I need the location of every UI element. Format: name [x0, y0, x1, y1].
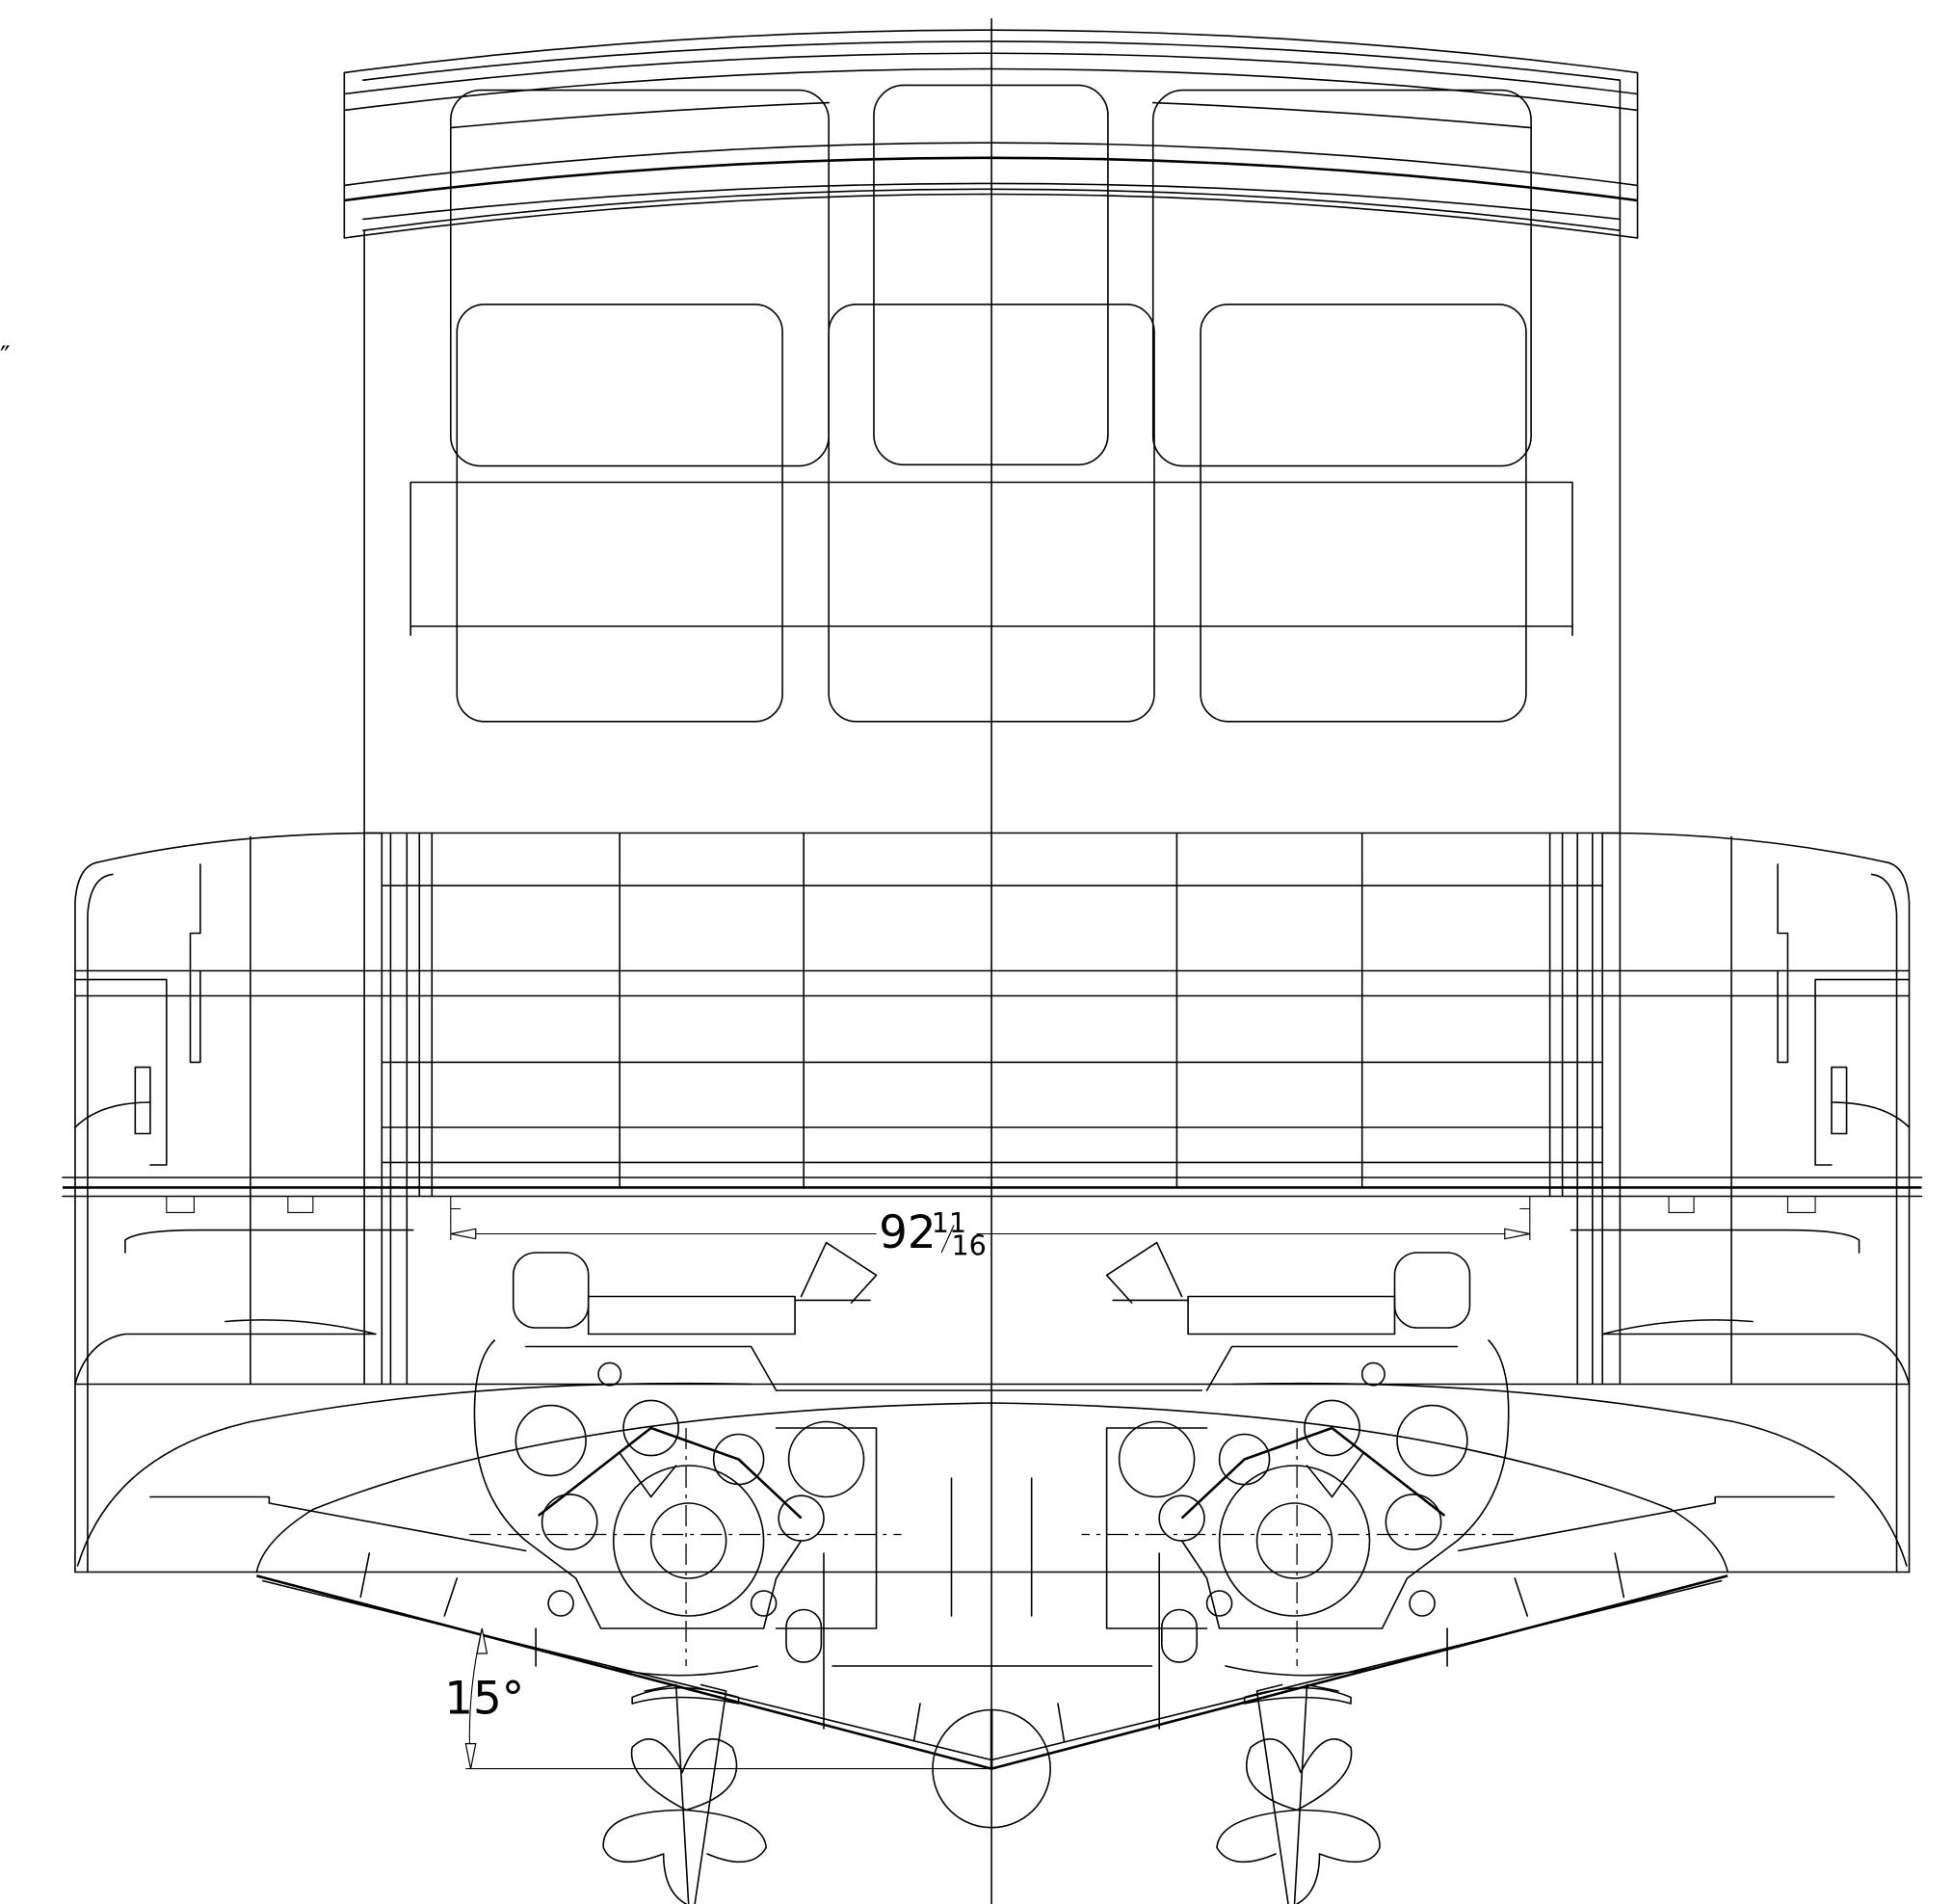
beam-dimension-fraction-num: 11 — [932, 1206, 966, 1239]
beam-dimension-fraction-den: 16 — [952, 1230, 987, 1262]
beam-dimension-value: 92 — [879, 1207, 937, 1259]
deadrise-dimension: 15° — [444, 1628, 991, 1769]
engine-port — [469, 1243, 901, 1904]
engine-starboard — [1079, 1240, 1516, 1904]
lower-window-starboard — [1201, 304, 1526, 722]
hardtop-roof — [344, 30, 1637, 238]
transom-grid — [63, 833, 1922, 1573]
lower-window-port — [457, 304, 782, 722]
deadrise-angle-label: 15° — [444, 1673, 524, 1725]
upper-window-starboard — [1153, 91, 1531, 466]
upper-window-port — [451, 91, 829, 466]
beam-dimension: 92 11 16 — [451, 1206, 1530, 1262]
margin-tick-mark: ″ — [0, 340, 11, 373]
